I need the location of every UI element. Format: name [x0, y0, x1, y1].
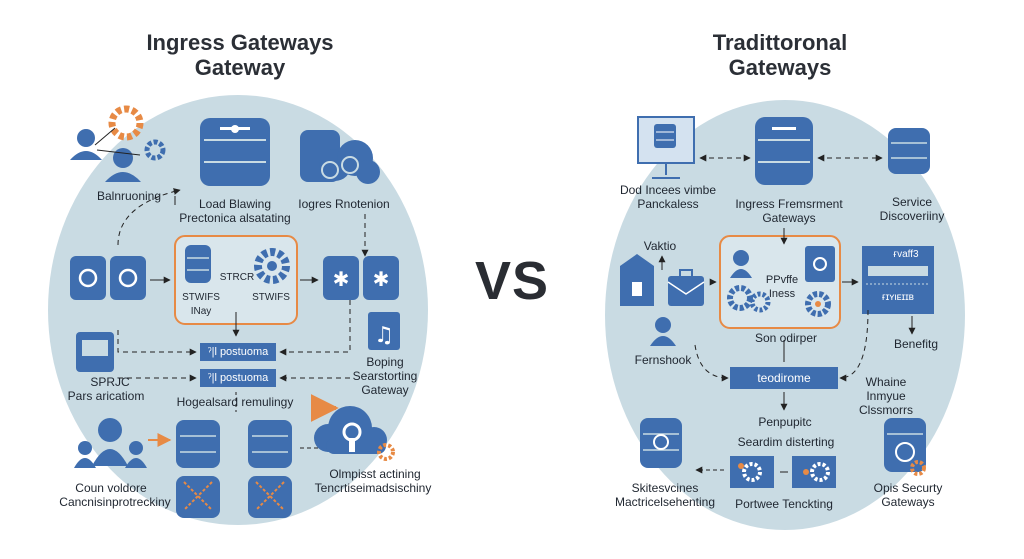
terminal-panel-top-text: ғvaff3	[893, 249, 919, 260]
right-bar-label: teodirome	[757, 371, 811, 385]
right-center-label-2: Iness	[768, 288, 796, 300]
right-title-line-1: Tradittoronal	[712, 30, 848, 55]
bottom-database-1-icon	[176, 420, 220, 518]
service-label-1: Service	[891, 195, 932, 209]
center-gears-icon	[727, 285, 831, 317]
building-icon	[620, 254, 654, 306]
left-bar-2-label: ˀ|l postuoma	[207, 372, 269, 384]
skit-label-1: Skitesvcines	[631, 481, 699, 495]
ingress-fremsrment-label-2: Gateways	[762, 211, 816, 225]
people-group-icon	[74, 418, 147, 468]
vaktio-label: Vaktio	[643, 239, 677, 253]
skit-database-icon	[640, 418, 682, 468]
opis-label-1: Opis Securty	[873, 481, 943, 495]
briefcase-icon	[667, 269, 705, 306]
center-database-icon	[185, 245, 211, 283]
users-gear-icon	[70, 105, 166, 182]
center-gear-icon	[254, 248, 290, 284]
center-label-4: STWIFS	[252, 292, 290, 303]
left-bar-1-label: ˀ|l postuoma	[207, 346, 269, 358]
right-databases-icon: ✱ ✱	[323, 256, 399, 300]
left-title-line-1: Ingress Gateways	[146, 30, 334, 55]
skit-label-2: Mactricelsehenting	[614, 495, 716, 509]
center-user-icon	[730, 250, 752, 278]
security-cloud-icon	[314, 406, 395, 461]
dod-label-1: Dod Incees vimbe	[619, 183, 717, 197]
center-label-1: STRCR	[219, 272, 255, 283]
whaine-label-1: Whaine	[865, 375, 907, 389]
right-bar: teodirome	[730, 367, 838, 389]
service-discovery-database-icon	[888, 128, 930, 174]
dod-label-2: Panckaless	[637, 197, 699, 211]
benefitg-label: Benefitg	[893, 337, 939, 351]
penpupitc-label: Penpupitc	[758, 415, 812, 429]
olmpist-label-1: Olmpisst actining	[329, 467, 421, 481]
left-connectors	[117, 188, 369, 449]
shield-document-icon	[805, 246, 835, 282]
center-label-2: STWIFS	[182, 292, 220, 303]
vs-label: VS	[474, 251, 550, 311]
portwee-label: Portwee Tenckting	[735, 497, 833, 511]
right-title-line-2: Gateways	[728, 55, 832, 80]
ingress-protection-label: Iogres Rnotenion	[298, 197, 390, 211]
balancing-label: Balnruoning	[96, 189, 162, 203]
server-icon	[76, 332, 114, 372]
left-databases-icon	[70, 256, 146, 300]
seardim-label: Seardim disterting	[737, 435, 835, 449]
gateway-database-icon	[755, 117, 813, 185]
svg-text:♫: ♫	[374, 323, 394, 348]
hogealserd-label: Hogealsard remulingy	[176, 395, 294, 409]
opis-label-2: Gateways	[881, 495, 935, 509]
whaine-label-3: Clssmorrs	[859, 403, 913, 417]
coun-label-2: Cancnisinprotreckiny	[59, 495, 171, 509]
boping-label-1: Boping	[366, 355, 404, 369]
bottom-database-2-icon	[248, 420, 292, 518]
son-odirper-label: Son odirper	[754, 331, 818, 345]
cloud-database-icon	[300, 130, 380, 184]
service-label-2: Discoveriiny	[879, 209, 945, 223]
left-title-line-2: Gateway	[194, 55, 286, 80]
svg-text:✱: ✱	[373, 267, 390, 291]
terminal-panel	[862, 246, 934, 314]
security-database-icon	[884, 418, 926, 476]
olmpist-label-2: Tencrtiseimadsischiny	[314, 481, 432, 495]
music-document-icon: ♫	[368, 312, 400, 350]
boping-label-3: Gateway	[361, 383, 409, 397]
load-balancing-label-2: Prectonica alsatating	[179, 211, 291, 225]
fremshook-label: Fernshook	[634, 353, 692, 367]
boping-label-2: Searstorting	[352, 369, 418, 383]
ingress-fremsrment-label-1: Ingress Fremsrment	[735, 197, 843, 211]
presentation-board-icon	[637, 116, 695, 179]
gear-panels-icon	[730, 456, 836, 488]
svg-text:✱: ✱	[333, 267, 350, 291]
whaine-label-2: Inmyue	[866, 389, 906, 403]
sprc-label-1: SPRJC	[90, 375, 130, 389]
left-bar-2: ˀ|l postuoma	[200, 369, 276, 387]
load-balancing-label-1: Load Blawing	[198, 197, 272, 211]
left-bar-1: ˀ|l postuoma	[200, 343, 276, 361]
load-balancer-database-icon	[200, 118, 270, 186]
sprc-label-2: Pars aricatiom	[67, 389, 145, 403]
right-connectors	[658, 154, 916, 474]
right-center-label-1: PPvffe	[765, 274, 799, 286]
terminal-panel-bottom-text: ғɪʏιᴇɪɪʙ	[882, 292, 914, 303]
center-label-3: INаy	[190, 306, 212, 317]
coun-label-1: Coun voldore	[75, 481, 147, 495]
person-icon	[650, 317, 676, 346]
